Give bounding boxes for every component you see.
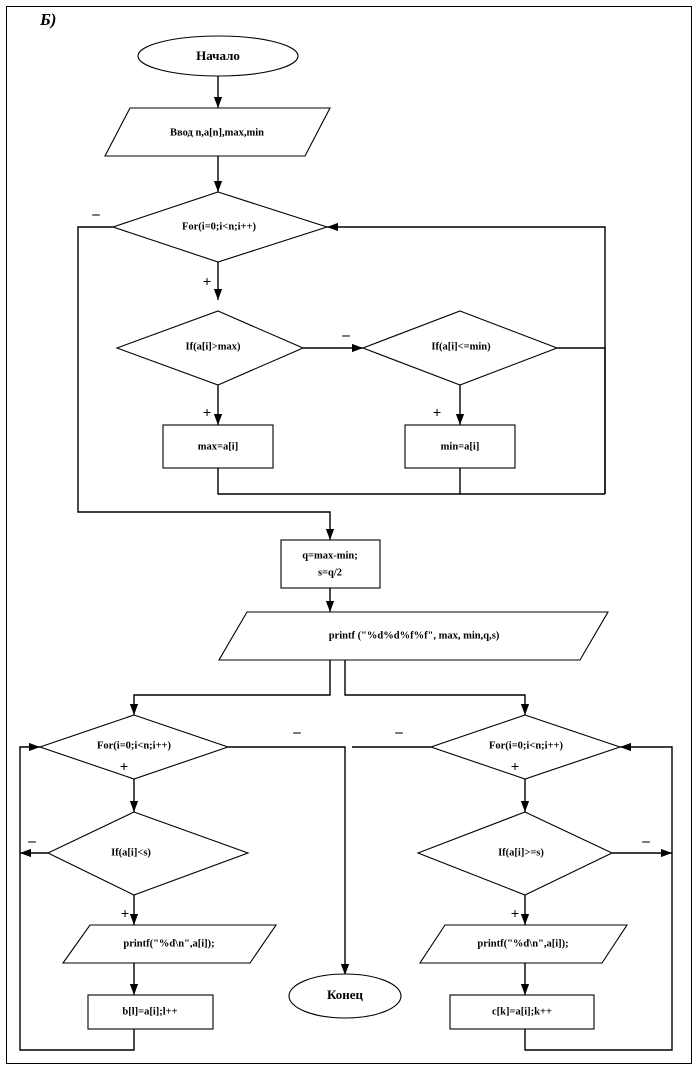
node-store-c[interactable] — [449, 994, 595, 1030]
connector-storeb-loopback — [19, 742, 135, 1051]
node-loop3[interactable] — [429, 714, 622, 780]
node-end[interactable] — [288, 973, 402, 1019]
node-start-label: Начало — [196, 48, 240, 63]
page-border — [6, 6, 692, 1064]
node-store-b-label: b[l]=a[i];l++ — [122, 1006, 177, 1017]
sign-loop3-false: – — [394, 724, 403, 740]
node-input[interactable] — [104, 107, 331, 157]
sign-ifges-false: – — [641, 833, 650, 849]
node-store-b[interactable] — [87, 994, 214, 1030]
connector-loop2-false-to-end — [228, 746, 350, 975]
sign-ifmax-false: – — [341, 327, 350, 343]
node-loop2-label: For(i=0;i<n;i++) — [97, 740, 172, 751]
node-set-max-label: max=a[i] — [198, 441, 238, 452]
node-if-lt-s-label: If(a[i]<s) — [111, 847, 151, 858]
node-print-c[interactable] — [418, 924, 629, 964]
sign-ifmax-true: + — [203, 405, 212, 421]
node-if-max-label: If(a[i]>max) — [186, 341, 241, 352]
node-input-label: Ввод n,a[n],max,min — [170, 127, 264, 138]
node-if-ge-s-label: If(a[i]>=s) — [498, 847, 544, 858]
figure-label: Б) — [40, 10, 57, 29]
sign-ifmin-true: + — [433, 405, 442, 421]
node-set-max[interactable] — [162, 424, 274, 469]
connector-print-to-loop2 — [129, 660, 331, 715]
node-if-max[interactable] — [115, 310, 305, 386]
node-print-c-label: printf("%d\n",a[i]); — [477, 938, 568, 949]
connector-print-to-loop3 — [344, 660, 530, 715]
node-end-label: Конец — [327, 987, 364, 1002]
node-set-min[interactable] — [404, 424, 516, 469]
connector-ifmin-false-to-rail — [557, 347, 606, 494]
node-if-min[interactable] — [361, 310, 559, 386]
node-print-b[interactable] — [61, 924, 278, 964]
node-if-ge-s[interactable] — [416, 811, 614, 896]
node-loop1[interactable] — [111, 191, 329, 263]
node-if-lt-s[interactable] — [46, 811, 250, 896]
node-print-b-label: printf("%d\n",a[i]); — [123, 938, 214, 949]
node-loop1-label: For(i=0;i<n;i++) — [182, 221, 257, 232]
node-loop2[interactable] — [38, 714, 230, 780]
connector-loop1-false-exit — [77, 226, 335, 540]
sign-loop2-false: – — [292, 724, 301, 740]
node-calc-line2: s=q/2 — [318, 567, 342, 578]
node-start[interactable] — [137, 35, 299, 77]
sign-loop1-true: + — [203, 274, 212, 290]
sign-ifges-true: + — [511, 906, 520, 922]
connector-setmax-to-rail — [217, 468, 605, 495]
connector-rail-back-to-loop1 — [327, 222, 606, 494]
node-print-all[interactable] — [218, 611, 609, 661]
node-calc[interactable] — [280, 539, 381, 589]
sign-loop2-true: + — [120, 759, 129, 775]
node-set-min-label: min=a[i] — [441, 441, 480, 452]
sign-loop1-false: – — [91, 206, 100, 222]
node-loop3-label: For(i=0;i<n;i++) — [489, 740, 564, 751]
sign-iflts-false: – — [27, 833, 36, 849]
node-if-min-label: If(a[i]<=min) — [431, 341, 491, 352]
sign-iflts-true: + — [121, 906, 130, 922]
node-print-all-label: printf ("%d%d%f%f", max, min,q,s) — [329, 630, 500, 641]
node-store-c-label: c[k]=a[i];k++ — [492, 1006, 552, 1017]
connector-storec-loopback — [524, 742, 673, 1051]
sign-loop3-true: + — [511, 759, 520, 775]
node-calc-line1: q=max-min; — [302, 550, 358, 561]
